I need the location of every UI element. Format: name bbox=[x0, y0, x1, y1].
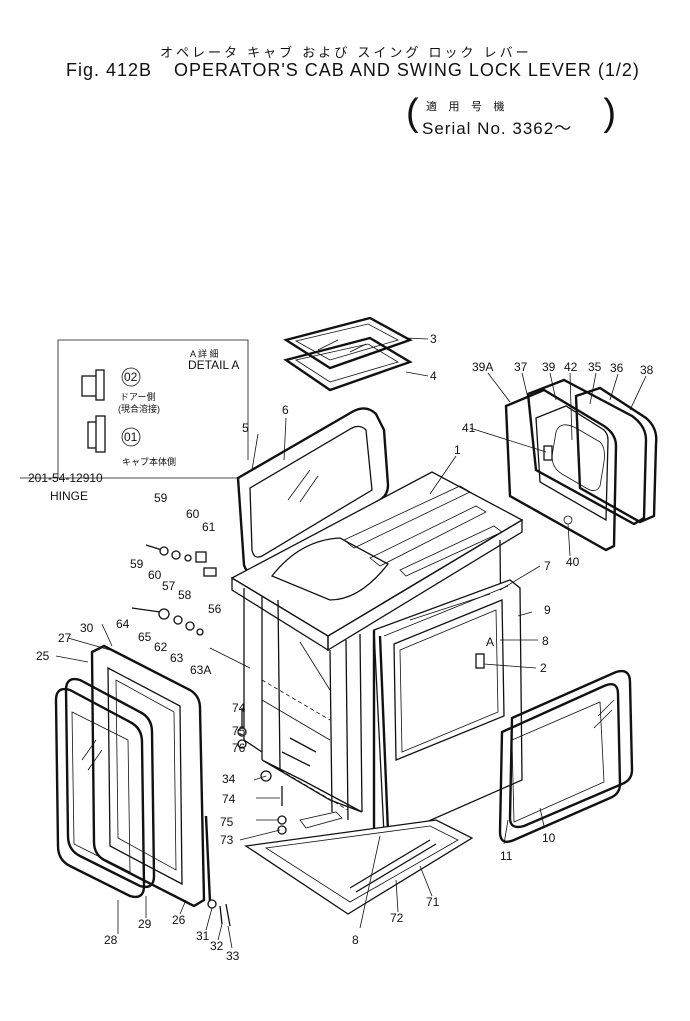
left-door-assembly bbox=[54, 644, 212, 908]
callout-61: 61 bbox=[202, 520, 216, 534]
callout-76: 76 bbox=[232, 741, 246, 755]
callout-72: 72 bbox=[390, 911, 404, 925]
callout-41: 41 bbox=[462, 421, 476, 435]
hinge-part-number: 201-54-12910 bbox=[28, 471, 103, 485]
floor-plate bbox=[244, 811, 474, 915]
note-door-side: ドアー側 bbox=[120, 391, 155, 402]
callout-27: 27 bbox=[58, 631, 72, 645]
callout-42: 42 bbox=[564, 360, 578, 374]
callout-2: 2 bbox=[540, 661, 547, 675]
callout-57: 57 bbox=[162, 579, 176, 593]
callout-26: 26 bbox=[172, 913, 186, 927]
callout-25: 25 bbox=[36, 649, 50, 663]
callout-60-top: 60 bbox=[186, 507, 200, 521]
callout-65: 65 bbox=[138, 630, 152, 644]
serial-range: ( 適 用 号 機 Serial No. 3362～ ) bbox=[404, 92, 616, 138]
callout-5: 5 bbox=[242, 421, 249, 435]
english-title: OPERATOR'S CAB AND SWING LOCK LEVER (1/2… bbox=[174, 60, 640, 80]
callout-31: 31 bbox=[196, 929, 210, 943]
note-body-side: キャブ本体側 bbox=[122, 456, 176, 467]
callout-71: 71 bbox=[426, 895, 440, 909]
callout-59-top: 59 bbox=[154, 491, 168, 505]
callout-75-lower: 75 bbox=[220, 815, 234, 829]
left-paren: ( bbox=[406, 92, 419, 134]
detail-title-en: DETAIL A bbox=[188, 358, 239, 372]
callout-30: 30 bbox=[80, 621, 94, 635]
leader-lines bbox=[55, 337, 647, 949]
callout-36: 36 bbox=[610, 361, 624, 375]
callout-74-lower: 74 bbox=[222, 792, 236, 806]
callout-6: 6 bbox=[282, 403, 289, 417]
callout-11: 11 bbox=[500, 849, 513, 863]
callout-63: 63 bbox=[170, 651, 184, 665]
japanese-title: オペレータ キャブ および スイング ロック レバー bbox=[160, 46, 532, 61]
callout-32: 32 bbox=[210, 939, 224, 953]
hinge-body-side-icon bbox=[87, 415, 106, 453]
hinge-door-side-icon bbox=[81, 369, 105, 401]
rear-right-window bbox=[504, 378, 658, 552]
callout-labels: 3 4 5 6 1 7 9 A 8 2 8 11 10 39A 37 39 42… bbox=[36, 332, 654, 963]
callout-9: 9 bbox=[544, 603, 551, 617]
callout-35: 35 bbox=[588, 360, 602, 374]
callout-39a: 39A bbox=[472, 360, 493, 374]
callout-58: 58 bbox=[178, 588, 192, 602]
callout-56: 56 bbox=[208, 602, 222, 616]
note-weld: (現合溶接) bbox=[118, 403, 160, 414]
callout-4: 4 bbox=[430, 369, 437, 383]
right-door bbox=[372, 579, 523, 839]
callout-28: 28 bbox=[104, 933, 118, 947]
serial-number: Serial No. 3362～ bbox=[422, 119, 573, 138]
page-header: オペレータ キャブ および スイング ロック レバー Fig. 412B OPE… bbox=[0, 0, 690, 140]
serial-jp-label: 適 用 号 機 bbox=[426, 100, 509, 113]
callout-63a: 63A bbox=[190, 663, 211, 677]
right-paren: ) bbox=[603, 92, 616, 134]
callout-74-upper: 74 bbox=[232, 701, 246, 715]
mark-02-circle bbox=[121, 367, 141, 387]
callout-1: 1 bbox=[454, 443, 461, 457]
callout-10: 10 bbox=[542, 831, 556, 845]
callout-3: 3 bbox=[430, 332, 437, 346]
callout-8-bottom: 8 bbox=[352, 933, 359, 947]
callout-75-upper: 75 bbox=[232, 724, 246, 738]
hinge-part-name: HINGE bbox=[50, 489, 88, 503]
callout-59-left: 59 bbox=[130, 557, 144, 571]
inset-frame bbox=[57, 339, 249, 478]
callout-7: 7 bbox=[544, 559, 551, 573]
callout-38: 38 bbox=[640, 363, 654, 377]
mark-02: 02 bbox=[124, 370, 138, 384]
callout-62: 62 bbox=[154, 640, 168, 654]
figure-label: Fig. 412B bbox=[66, 60, 153, 80]
callout-73: 73 bbox=[220, 833, 234, 847]
mark-a: A bbox=[486, 635, 494, 649]
mark-01: 01 bbox=[124, 430, 138, 444]
roof-hatch bbox=[283, 316, 413, 392]
detail-a-inset: A 詳 細 DETAIL A 02 ドアー側 (現合溶接) 01 キャブ本体側 … bbox=[20, 339, 249, 503]
detail-title-jp: A 詳 細 bbox=[190, 348, 219, 359]
mark-01-circle bbox=[121, 427, 141, 447]
right-side-window bbox=[498, 669, 634, 843]
callout-8-right: 8 bbox=[542, 634, 549, 648]
callout-39: 39 bbox=[542, 360, 556, 374]
callout-40: 40 bbox=[566, 555, 580, 569]
callout-29: 29 bbox=[138, 917, 152, 931]
callout-33: 33 bbox=[226, 949, 240, 963]
callout-34: 34 bbox=[222, 772, 236, 786]
callout-37: 37 bbox=[514, 360, 528, 374]
callout-60-left: 60 bbox=[148, 568, 162, 582]
callout-64: 64 bbox=[116, 617, 130, 631]
